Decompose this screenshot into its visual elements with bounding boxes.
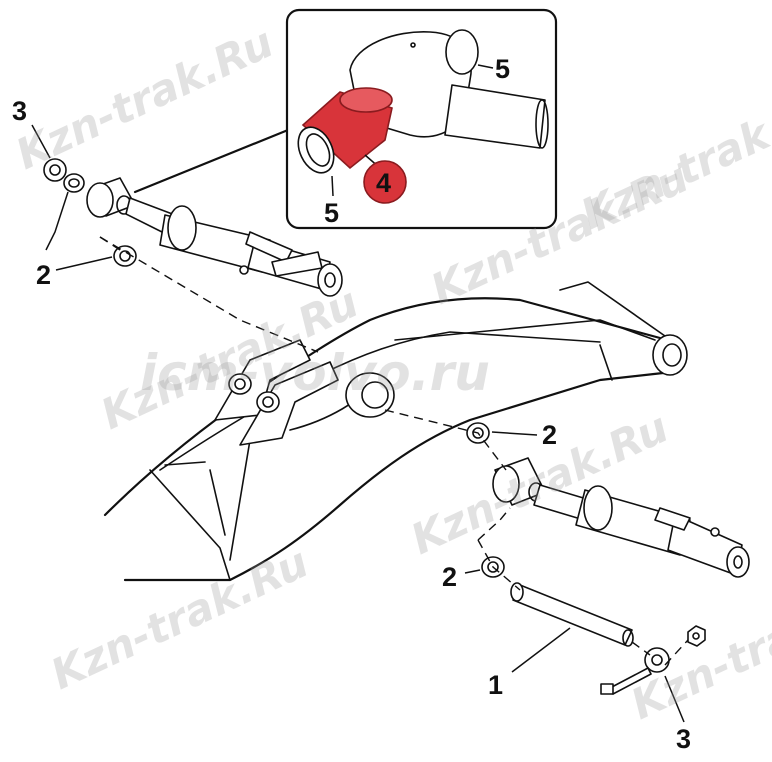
boom-nose-boss — [652, 334, 688, 376]
callout-2-middle: 2 — [542, 420, 557, 450]
callout-3-top: 3 — [12, 96, 27, 126]
upper-rod-eye — [86, 182, 114, 218]
watermark-6: Kzn-trak.Ru — [574, 77, 772, 239]
lower-hydraulic-cylinder — [492, 457, 750, 578]
callout-2-lower: 2 — [442, 562, 457, 592]
pivot-pin — [510, 582, 634, 647]
lower-rod-eye — [492, 465, 520, 503]
callout-4: 4 — [376, 168, 391, 198]
detail-inset — [285, 8, 558, 230]
callout-3-bottom: 3 — [676, 724, 691, 754]
watermark-7: Kzn-trak.Ru — [624, 567, 772, 729]
callout-1: 1 — [488, 670, 503, 700]
assembly-axis-lines — [99, 236, 689, 666]
bracket-hole-lower — [256, 391, 280, 413]
boom-arm — [103, 281, 688, 582]
callout-5-top: 5 — [495, 54, 510, 84]
bolt — [600, 667, 652, 695]
callout-2-washer-top: 2 — [36, 260, 51, 290]
washer-top-left — [63, 173, 85, 193]
bracket-hole-upper — [228, 373, 252, 395]
watermark-center: icm-volvo.ru — [140, 344, 490, 402]
washer-left — [113, 245, 137, 267]
inset-connector-line — [133, 128, 290, 194]
callout-4-badge — [363, 160, 407, 204]
nut — [687, 625, 706, 647]
watermark-1: Kzn-trak.Ru — [9, 17, 281, 179]
callout-5-bottom: 5 — [324, 198, 339, 228]
upper-hydraulic-cylinder — [86, 177, 343, 297]
watermark-5: Kzn-trak.Ru — [44, 537, 316, 699]
leader-lines — [31, 124, 685, 723]
spacer-top-left — [43, 158, 67, 182]
highlighted-bushing — [301, 87, 393, 170]
callout-labels: 5 5 4 3 2 2 2 1 3 — [12, 54, 691, 754]
